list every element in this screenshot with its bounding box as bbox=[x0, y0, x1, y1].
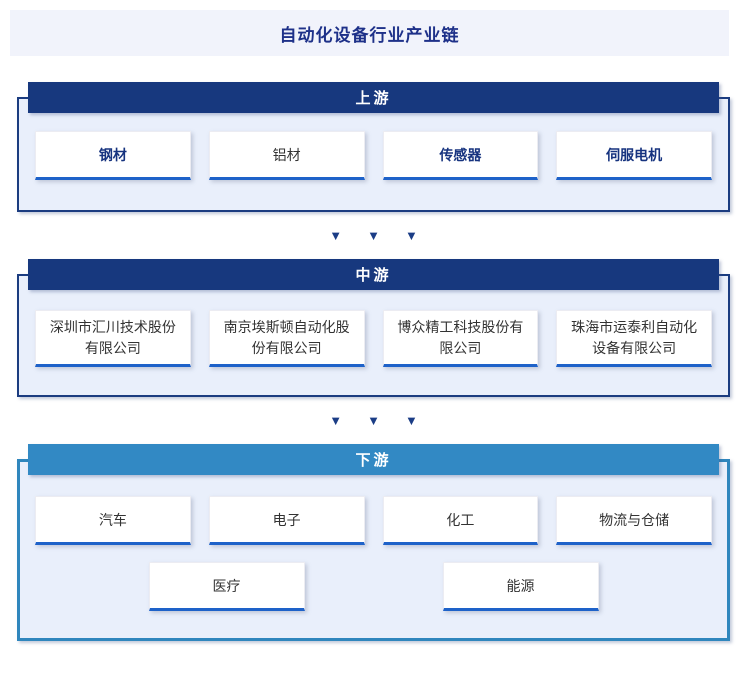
card-label: 深圳市汇川技术股份有限公司 bbox=[49, 318, 176, 356]
down-arrow-icon: ▼ bbox=[404, 413, 418, 428]
downstream-cards-row2: 医疗 能源 bbox=[35, 562, 712, 611]
page-title: 自动化设备行业产业链 bbox=[279, 25, 460, 45]
card-label: 电子 bbox=[272, 511, 301, 528]
midstream-company-yuntaili: 珠海市运泰利自动化设备有限公司 bbox=[556, 310, 712, 367]
upstream-item-servo-motor: 伺服电机 bbox=[556, 131, 712, 180]
upstream-item-aluminum: 铝材 bbox=[208, 131, 365, 180]
card-label: 博众精工科技股份有限公司 bbox=[397, 318, 524, 356]
card-label: 化工 bbox=[446, 511, 475, 528]
downstream-item-electronics: 电子 bbox=[208, 496, 365, 545]
downstream-item-chemical: 化工 bbox=[382, 496, 539, 545]
upstream-item-steel: 钢材 bbox=[35, 131, 191, 180]
separator-arrows-1: ▼ ▼ ▼ bbox=[0, 212, 747, 259]
section-body-downstream: 汽车 电子 化工 物流与仓储 医疗 能源 bbox=[17, 459, 730, 641]
section-upstream: 上游 钢材 铝材 传感器 伺服电机 bbox=[17, 82, 730, 212]
card-label: 能源 bbox=[506, 577, 535, 594]
midstream-company-estun: 南京埃斯顿自动化股份有限公司 bbox=[208, 310, 365, 367]
down-arrow-icon: ▼ bbox=[367, 228, 380, 243]
section-downstream: 下游 汽车 电子 化工 物流与仓储 医疗 能源 bbox=[17, 444, 730, 641]
section-body-upstream: 钢材 铝材 传感器 伺服电机 bbox=[17, 97, 730, 212]
downstream-item-logistics-warehousing: 物流与仓储 bbox=[556, 496, 712, 545]
card-label: 伺服电机 bbox=[606, 146, 663, 163]
downstream-item-automotive: 汽车 bbox=[35, 496, 191, 545]
card-label: 物流与仓储 bbox=[599, 511, 670, 528]
downstream-item-medical: 医疗 bbox=[148, 562, 305, 611]
card-label: 传感器 bbox=[439, 146, 482, 163]
section-header-upstream: 上游 bbox=[28, 82, 719, 113]
downstream-cards-row1: 汽车 电子 化工 物流与仓储 bbox=[35, 496, 712, 545]
upstream-item-sensor: 传感器 bbox=[382, 131, 539, 180]
down-arrow-icon: ▼ bbox=[329, 413, 343, 428]
card-label: 钢材 bbox=[98, 146, 127, 163]
midstream-cards: 深圳市汇川技术股份有限公司 南京埃斯顿自动化股份有限公司 博众精工科技股份有限公… bbox=[35, 310, 712, 367]
section-body-midstream: 深圳市汇川技术股份有限公司 南京埃斯顿自动化股份有限公司 博众精工科技股份有限公… bbox=[17, 274, 730, 397]
card-label: 南京埃斯顿自动化股份有限公司 bbox=[223, 318, 350, 356]
title-bar: 自动化设备行业产业链 bbox=[10, 10, 729, 56]
downstream-item-energy: 能源 bbox=[442, 562, 599, 611]
down-arrow-icon: ▼ bbox=[404, 228, 418, 243]
card-label: 珠海市运泰利自动化设备有限公司 bbox=[571, 318, 698, 356]
section-header-midstream: 中游 bbox=[28, 259, 719, 290]
card-label: 汽车 bbox=[98, 511, 127, 528]
midstream-company-inovance: 深圳市汇川技术股份有限公司 bbox=[35, 310, 191, 367]
card-label: 铝材 bbox=[272, 146, 301, 163]
midstream-company-bozhon: 博众精工科技股份有限公司 bbox=[382, 310, 539, 367]
separator-arrows-2: ▼ ▼ ▼ bbox=[0, 397, 747, 444]
down-arrow-icon: ▼ bbox=[367, 413, 380, 428]
down-arrow-icon: ▼ bbox=[329, 228, 343, 243]
section-header-downstream: 下游 bbox=[28, 444, 719, 475]
card-label: 医疗 bbox=[212, 577, 241, 594]
section-midstream: 中游 深圳市汇川技术股份有限公司 南京埃斯顿自动化股份有限公司 博众精工科技股份… bbox=[17, 259, 730, 397]
upstream-cards: 钢材 铝材 传感器 伺服电机 bbox=[35, 131, 712, 180]
